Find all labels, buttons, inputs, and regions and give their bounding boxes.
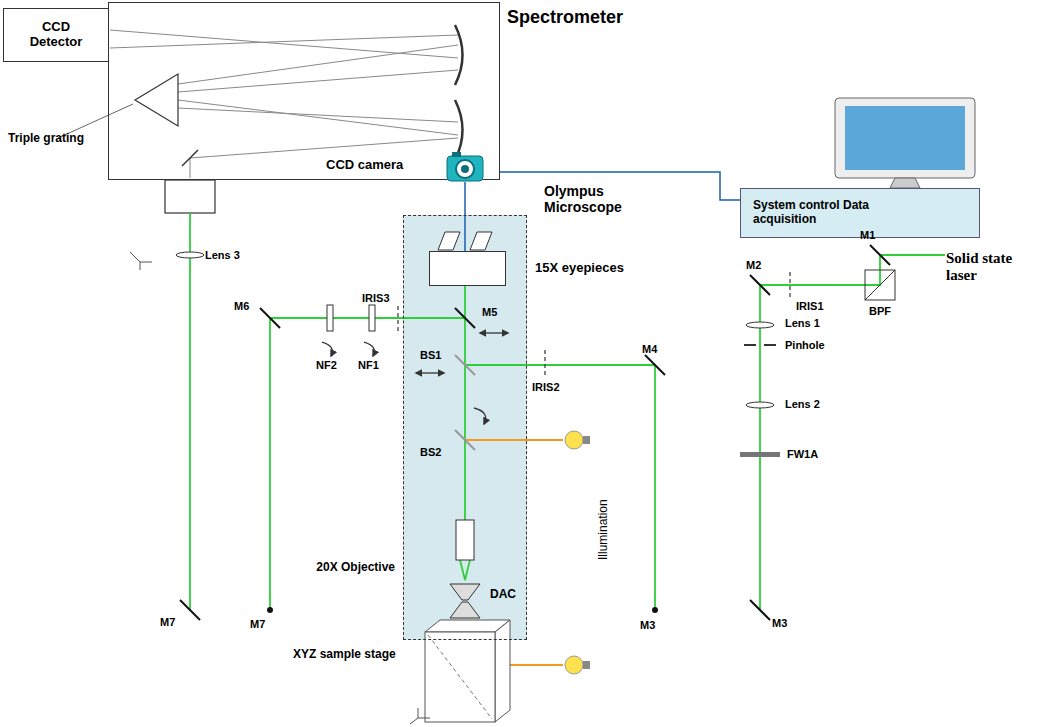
part-label: Solid state laser: [946, 250, 1041, 285]
microscope-region: Olympus Microscope15X eyepieces: [403, 215, 527, 640]
part-label: BPF: [869, 305, 891, 318]
camera-symbol: [446, 150, 484, 182]
stage-mirror: [428, 635, 492, 719]
monitor: [835, 98, 975, 178]
part-label: BS1: [420, 349, 441, 362]
data-cable: [500, 172, 740, 200]
monitor-stand: [890, 178, 920, 188]
grating-prism: [135, 74, 178, 126]
entrance-slit: [165, 180, 215, 213]
lamp: [565, 431, 590, 674]
camera-icon: CCD camera: [446, 150, 484, 182]
node-text: Olympus Microscope: [544, 183, 639, 215]
eyepiece-tube: [470, 232, 492, 250]
axis-symbol: [130, 252, 430, 724]
objective: [456, 520, 474, 560]
part-label: FW1A: [787, 448, 818, 461]
part-label: IRIS2: [532, 381, 560, 394]
translation-arrow: [416, 333, 508, 373]
spectrometer-rays: [110, 30, 458, 178]
part-label: M2: [746, 259, 761, 272]
part-label: M6: [234, 300, 249, 313]
node-text: System control Data acquisition: [753, 199, 883, 227]
detector-box: CCD Detector: [3, 8, 109, 62]
filter-wheel: [740, 452, 780, 457]
part-label: Triple grating: [8, 132, 84, 146]
iris: [398, 272, 790, 378]
eyepiece-box: 15X eyepieces: [429, 251, 506, 286]
part-label: Pinhole: [785, 339, 825, 352]
part-label: M3: [640, 619, 655, 632]
microscope-ground: [403, 215, 527, 640]
part-label: M5: [482, 306, 497, 319]
diamond-anvil: [450, 584, 480, 600]
lens: [176, 252, 774, 408]
part-label: 20X Objective: [300, 561, 395, 575]
part-label: M7: [250, 618, 265, 631]
node-text: CCD camera: [326, 158, 403, 173]
entrance-mirror: [182, 150, 198, 166]
part-label: BS2: [420, 446, 441, 459]
part-label: Lens 1: [785, 317, 820, 330]
bpf-cube: [865, 270, 895, 300]
pinhole: [744, 344, 776, 346]
notch-filter: [369, 305, 375, 331]
part-label: IRIS1: [796, 300, 824, 313]
part-label: XYZ sample stage: [293, 648, 396, 662]
node-text: 15X eyepieces: [535, 261, 624, 276]
part-label: DAC: [490, 588, 516, 602]
eyepiece-tube: [438, 232, 460, 250]
data-cable: [464, 182, 466, 251]
mirror-dot: [652, 607, 658, 613]
part-label: Lens 3: [205, 249, 240, 262]
part-label: NF2: [316, 359, 337, 372]
mirror-dot: [267, 607, 273, 613]
spectrometer-box: Spectrometer: [108, 2, 500, 180]
part-label: Illumination: [597, 499, 611, 560]
concave-mirror: [455, 100, 463, 160]
part-label: Lens 2: [785, 398, 820, 411]
part-label: NF1: [358, 359, 379, 372]
concave-mirror: [455, 25, 463, 85]
laser-beam: [190, 213, 945, 610]
beam-splitter: [455, 355, 475, 450]
diamond-anvil: [450, 602, 480, 618]
sample-stage: [425, 620, 510, 722]
part-label: IRIS3: [362, 292, 390, 305]
mirror: [180, 245, 890, 620]
notch-filter: [327, 305, 333, 331]
monitor-screen: [845, 106, 965, 170]
part-label: M7: [160, 616, 175, 629]
node-text: Spectrometer: [507, 7, 623, 28]
node-text: CCD Detector: [16, 20, 96, 50]
bpf-cube: [865, 270, 895, 300]
part-label: M1: [860, 229, 875, 242]
part-label: M4: [642, 343, 657, 356]
part-label: M3: [772, 617, 787, 630]
